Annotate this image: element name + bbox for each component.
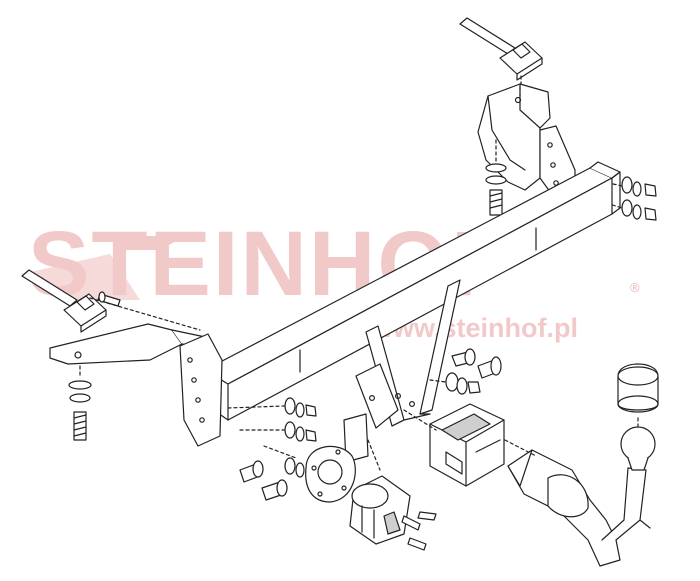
ball-arm [508, 450, 650, 566]
assembly-guide-lines [368, 84, 536, 470]
main-cross-beam [205, 162, 620, 420]
left-bracket-plate [50, 324, 222, 446]
center-bolts-right [430, 349, 501, 394]
right-vertical-bolt [486, 140, 506, 215]
socket-bolts [240, 446, 304, 500]
left-vertical-bolt [69, 366, 91, 440]
electrical-socket [350, 476, 436, 550]
tow-ball [621, 418, 655, 470]
right-mounting-strap [460, 18, 542, 92]
watermark-registered-mark: ® [630, 280, 640, 295]
beam-washers-left [228, 398, 316, 441]
ball-receiver-block [430, 404, 504, 486]
right-washers-nuts [578, 176, 656, 220]
socket-plate [306, 414, 368, 502]
tow-ball-cap [618, 364, 658, 412]
left-mounting-strap [22, 270, 200, 332]
left-strap-bolt [98, 292, 120, 306]
